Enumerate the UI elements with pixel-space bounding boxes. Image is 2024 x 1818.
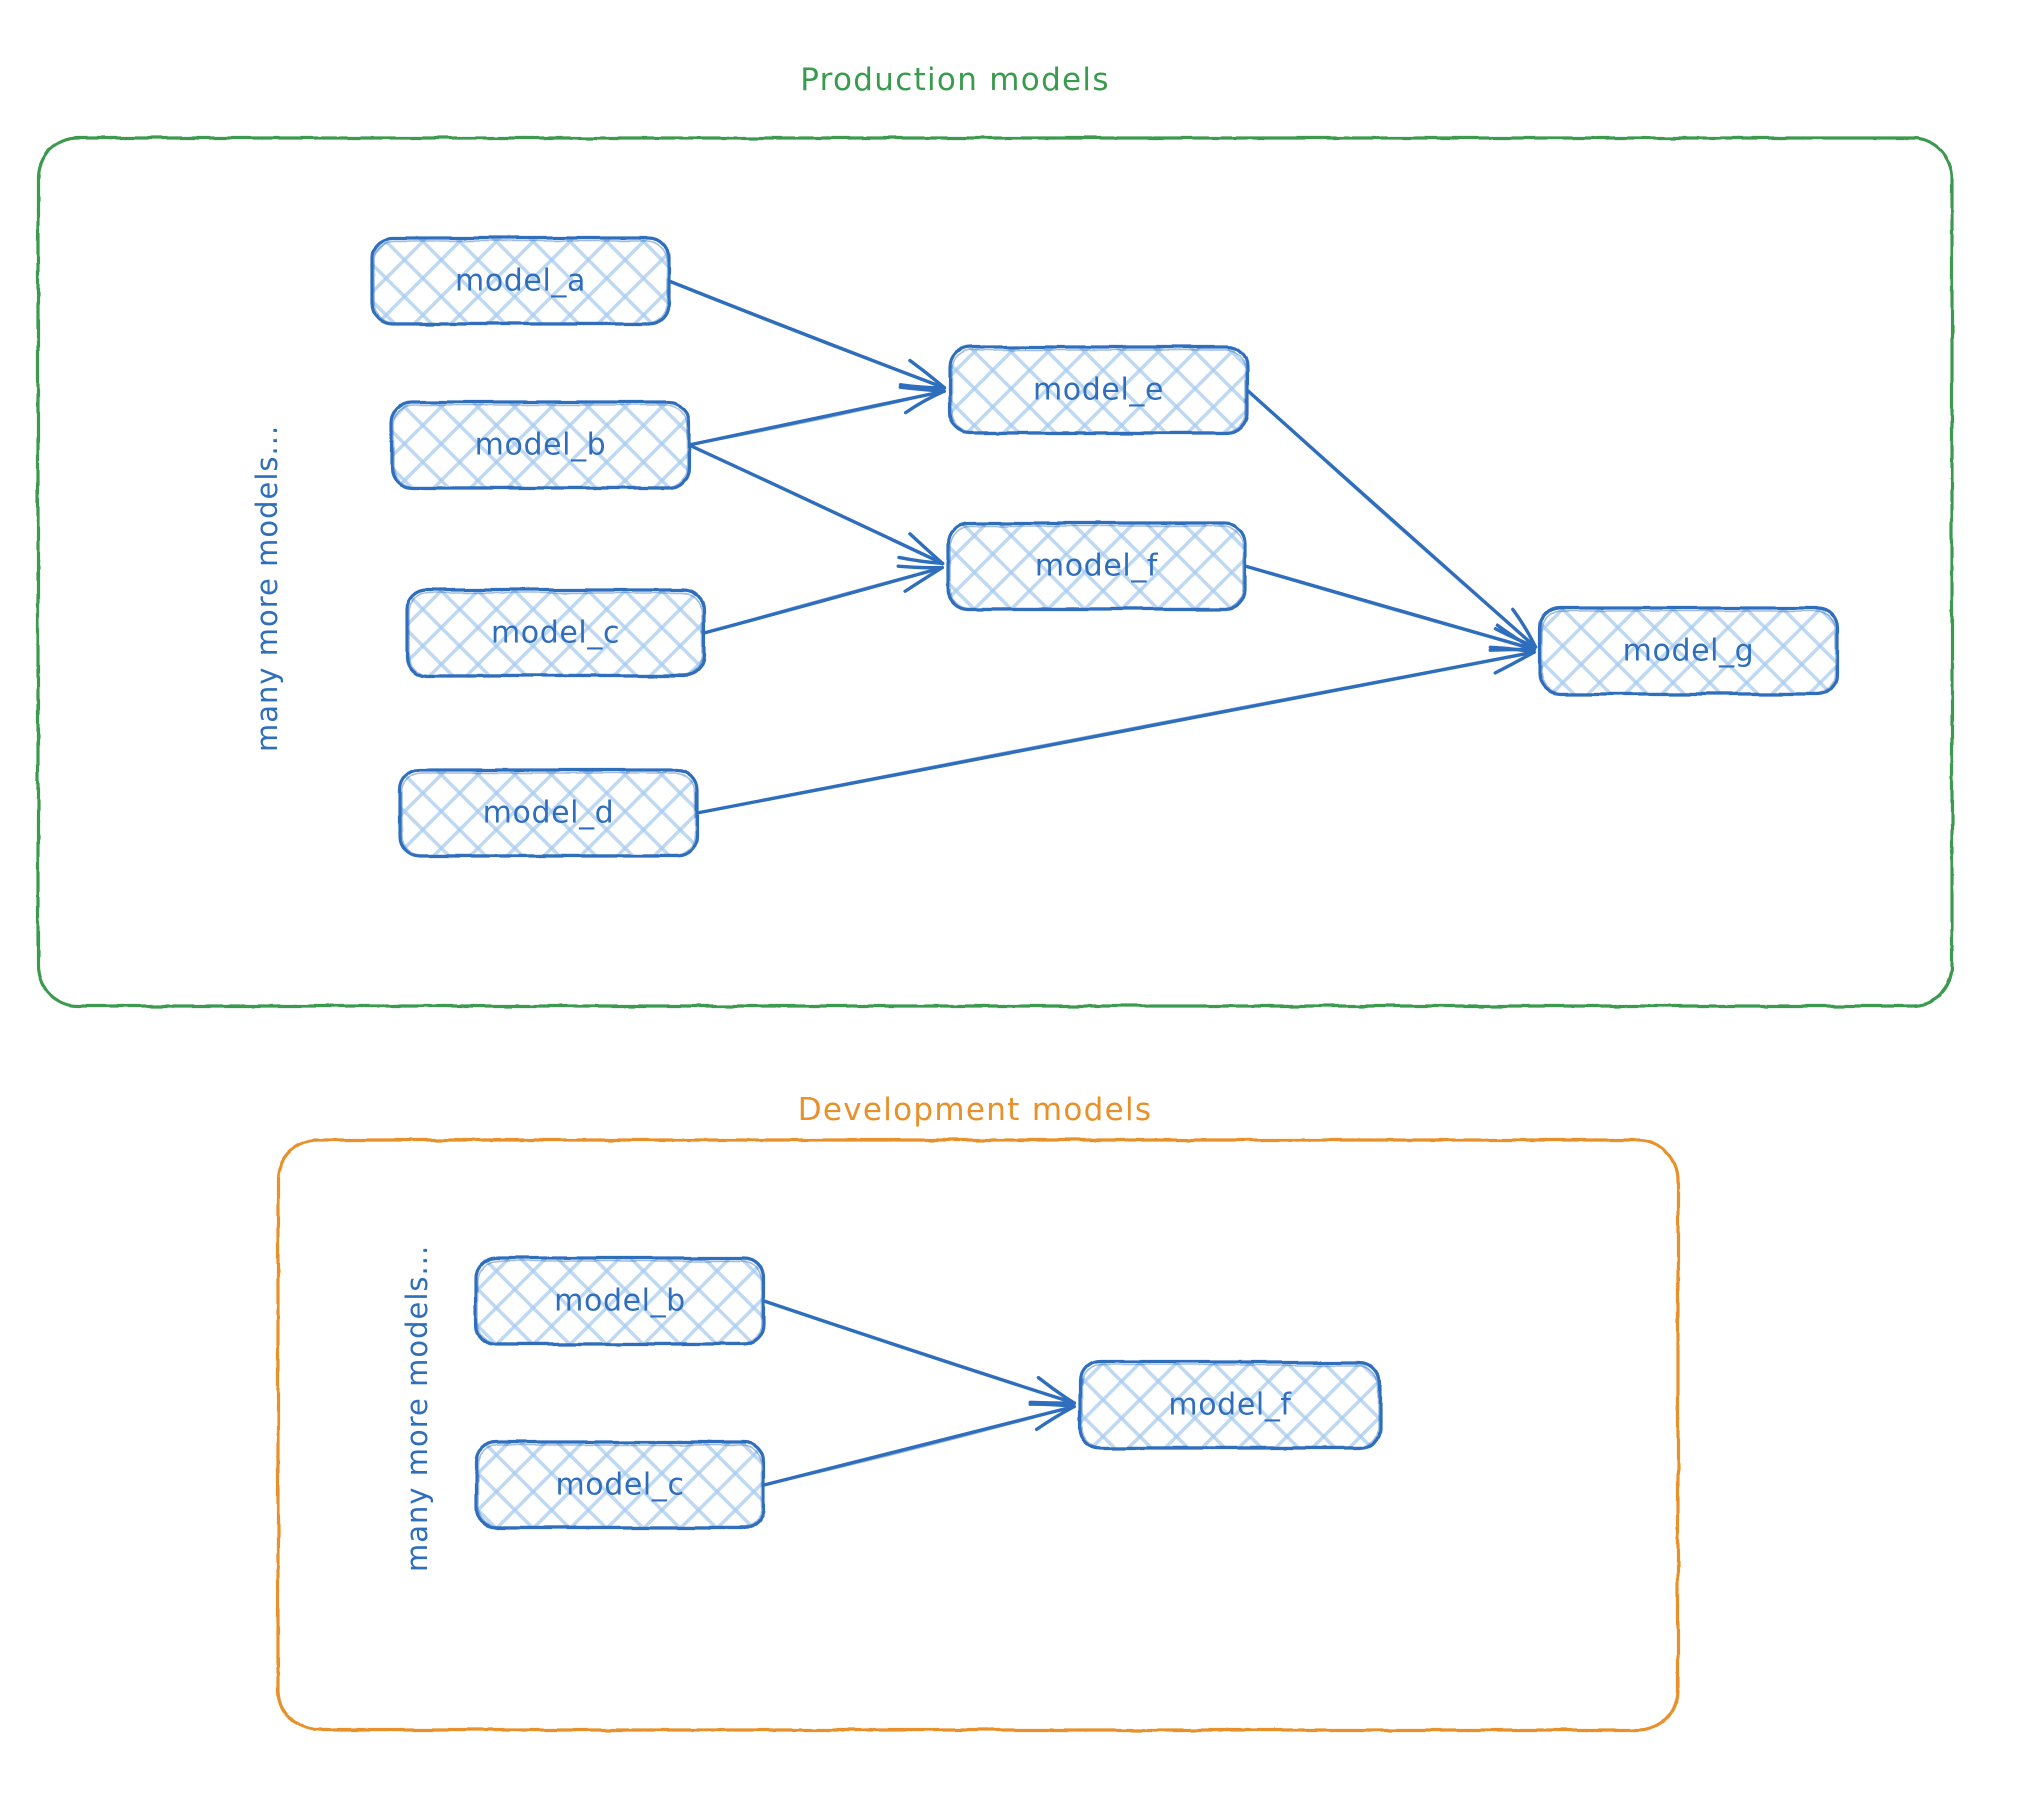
node-dev-model_f[interactable] bbox=[1078, 1360, 1382, 1450]
group-title-development: Development models bbox=[797, 1092, 1153, 1128]
edge-prod-model_c-to-prod-model_f bbox=[702, 564, 944, 635]
nodes bbox=[370, 236, 1839, 1530]
group-container-production bbox=[36, 136, 1954, 1008]
node-prod-model_b[interactable] bbox=[390, 400, 691, 490]
group-containers bbox=[36, 136, 1954, 1732]
group-side-label-development: many more models... bbox=[400, 1244, 434, 1572]
node-prod-model_d[interactable] bbox=[398, 768, 699, 858]
edge-prod-model_a-to-prod-model_e bbox=[667, 279, 947, 390]
edge-dev-model_c-to-dev-model_f bbox=[762, 1402, 1076, 1487]
edge-prod-model_b-to-prod-model_f bbox=[687, 443, 945, 566]
node-prod-model_g[interactable] bbox=[1538, 606, 1839, 696]
group-container-development bbox=[276, 1138, 1680, 1732]
edge-prod-model_f-to-prod-model_g bbox=[1243, 564, 1536, 652]
group-title-production: Production models bbox=[800, 62, 1110, 98]
node-prod-model_e[interactable] bbox=[948, 345, 1249, 435]
node-prod-model_f[interactable] bbox=[946, 521, 1247, 611]
node-prod-model_c[interactable] bbox=[405, 588, 706, 678]
edge-prod-model_d-to-prod-model_g bbox=[695, 645, 1536, 815]
edge-prod-model_b-to-prod-model_e bbox=[687, 385, 946, 447]
node-dev-model_b[interactable] bbox=[474, 1256, 766, 1346]
node-prod-model_a[interactable] bbox=[370, 236, 671, 326]
edges bbox=[667, 279, 1538, 1487]
edge-dev-model_b-to-dev-model_f bbox=[762, 1299, 1076, 1405]
group-side-label-production: many more models... bbox=[250, 424, 284, 752]
node-dev-model_c[interactable] bbox=[474, 1440, 766, 1530]
